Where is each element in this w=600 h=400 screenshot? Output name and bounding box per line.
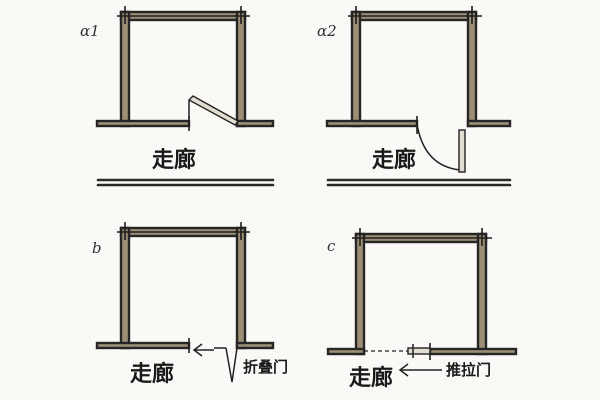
corridor-label-a1: 走廊 [152, 147, 196, 173]
wall-end-ticks [348, 6, 482, 134]
sliding-door-arrow [398, 363, 442, 377]
folding-door-label: 折叠门 [243, 358, 288, 376]
sliding-door-c [364, 344, 431, 358]
corridor-wall-a1 [96, 178, 275, 187]
panel-b: b 走廊 折叠门 [92, 222, 288, 387]
room-c-walls [326, 232, 518, 356]
panel-a2-tag: α2 [317, 22, 337, 40]
sliding-door-label: 推拉门 [446, 361, 491, 379]
panel-a1-tag: α1 [80, 22, 100, 40]
swing-door-a1 [187, 95, 240, 126]
corridor-label-a2: 走廊 [372, 147, 416, 173]
corridor-wall-a2 [326, 178, 512, 187]
corridor-label-c: 走廊 [349, 365, 393, 391]
swing-door-a2 [416, 123, 466, 173]
wall-end-ticks [117, 222, 250, 353]
wall-end-ticks [352, 228, 492, 360]
room-b-walls [95, 226, 275, 350]
folding-door-arrow [192, 343, 214, 357]
panel-a1: α1 走廊 [80, 6, 275, 187]
wall-end-ticks [117, 6, 250, 131]
panel-a2: α2 走廊 [317, 6, 512, 187]
panel-b-tag: b [92, 239, 102, 257]
room-a2-walls [325, 10, 512, 128]
corridor-label-b: 走廊 [130, 361, 174, 387]
folding-door-b [214, 347, 238, 383]
panel-c-tag: c [327, 237, 336, 255]
panel-c: c 走廊 推拉门 [326, 228, 518, 391]
room-a1-walls [95, 10, 275, 128]
